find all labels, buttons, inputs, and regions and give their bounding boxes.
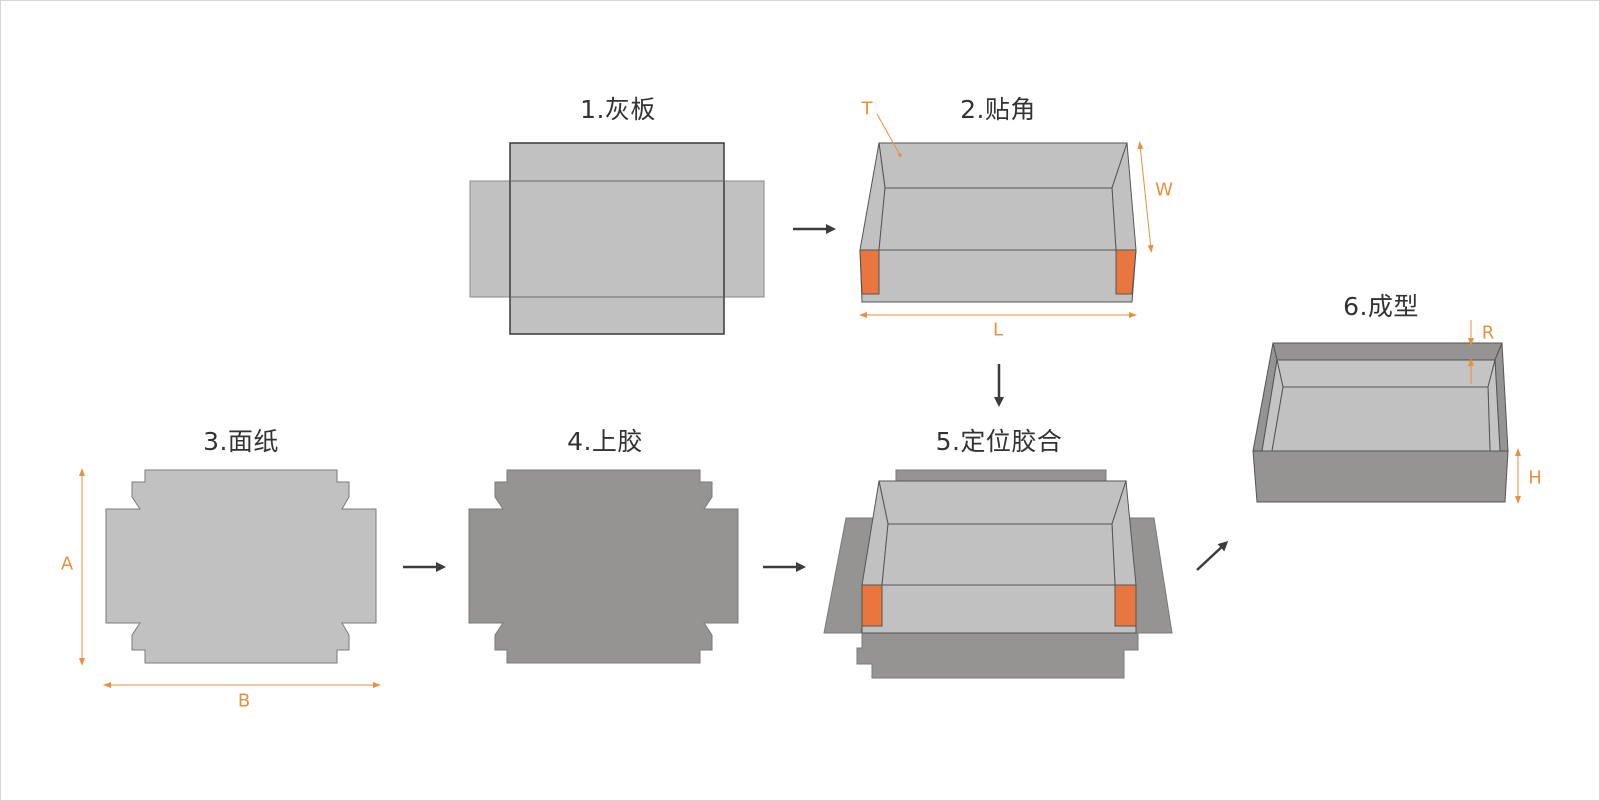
step5-positioned-tray <box>823 469 1173 679</box>
step6-title: 6.成型 <box>1343 292 1419 321</box>
step2-dimensions <box>859 113 1154 318</box>
step3-title: 3.面纸 <box>203 427 279 456</box>
step1-greyboard-net <box>469 142 765 335</box>
corner-tape-left <box>859 249 880 295</box>
dimension-label-l: L <box>992 319 1004 341</box>
step4-title: 4.上胶 <box>567 427 643 456</box>
dimension-label-w: W <box>1155 179 1173 201</box>
dimension-label-a: A <box>60 553 74 575</box>
step4-glued-paper-net <box>468 469 739 664</box>
step6-dimensions <box>1468 320 1521 504</box>
corner-tape-right <box>1114 584 1137 627</box>
arrow-step5-to-step6 <box>1196 540 1229 571</box>
step2-title: 2.贴角 <box>960 95 1036 124</box>
step1-title: 1.灰板 <box>580 95 656 124</box>
step3-face-paper-net <box>105 469 377 664</box>
corner-tape-right <box>1115 249 1137 295</box>
corner-tape-left <box>861 584 883 627</box>
dimension-label-h: H <box>1528 467 1542 489</box>
step6-formed-box <box>1252 342 1509 503</box>
step3-dimensions <box>79 468 381 688</box>
dimension-label-t: T <box>861 98 873 120</box>
step5-title: 5.定位胶合 <box>935 427 1063 456</box>
dimension-label-b: B <box>237 690 251 712</box>
step2-corner-taped-tray <box>859 142 1137 303</box>
dimension-label-r: R <box>1481 322 1495 344</box>
